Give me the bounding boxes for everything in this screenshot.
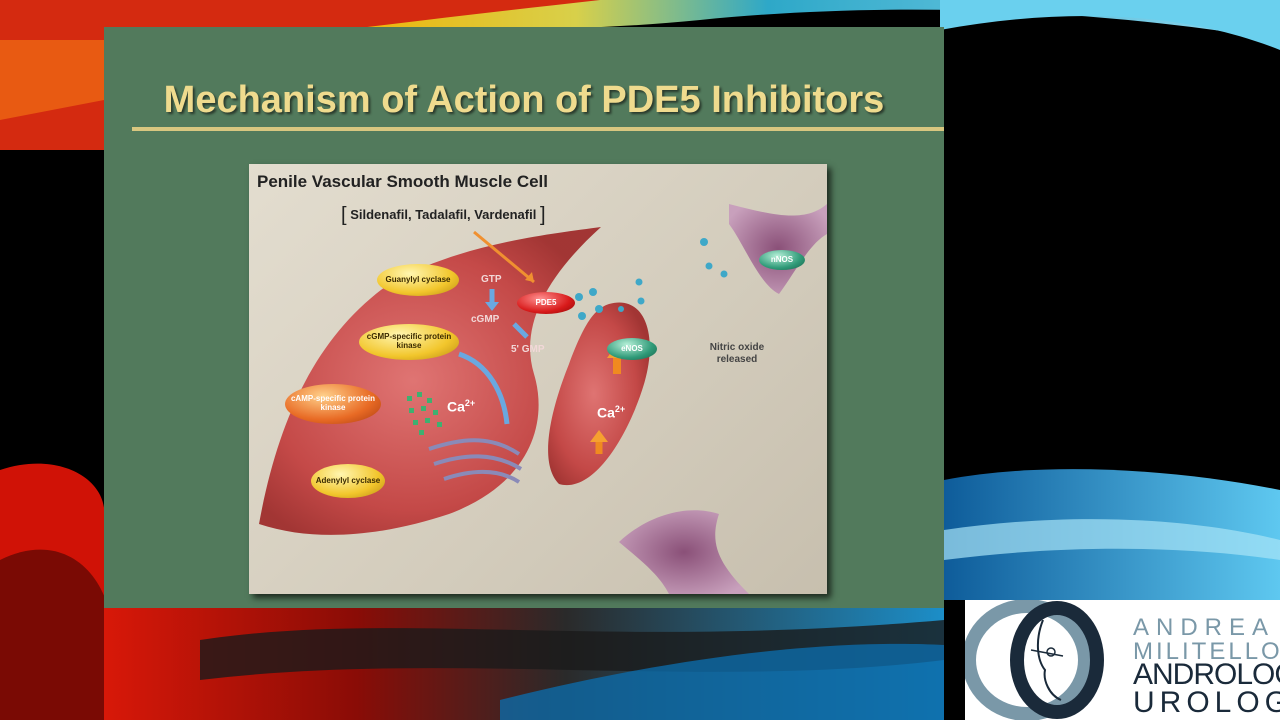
logo-mark [965,600,1104,720]
calcium-cluster [407,392,442,435]
gtp-label: GTP [481,274,502,285]
logo-text-militello: MILITELLO [1133,638,1280,665]
neuron-bottom [619,510,749,594]
kinase-arrow [458,351,510,425]
enos-node: eNOS [607,338,657,360]
adenylyl-cyclase-node: Adenylyl cyclase [311,464,385,498]
nitric-oxide-dots [575,238,728,320]
sarcoplasmic-reticulum [428,438,523,484]
guanylyl-cyclase-node: Guanylyl cyclase [377,264,459,296]
drug-names: Sildenafil, Tadalafil, Vardenafil [350,207,537,222]
bracket-open: [ [341,204,347,226]
calcium-label-endothelial: Ca2+ [597,404,626,421]
gmp-arrow [512,322,529,339]
drug-list: [ Sildenafil, Tadalafil, Vardenafil ] [341,202,546,226]
logo-text-urologo: UROLOGO [1133,686,1280,719]
drug-arrow [473,230,535,284]
pde5-node: PDE5 [517,292,575,314]
logo-andrea-militello: ANDREA MILITELLO ANDROLOGO UROLOGO [965,600,1280,720]
nnos-node: nNOS [759,250,805,270]
panel-title: Penile Vascular Smooth Muscle Cell [257,172,548,191]
neuron-top [729,204,827,294]
logo-text-andrea: ANDREA [1133,614,1276,641]
camp-kinase-node: cAMP-specific protein kinase [285,384,381,424]
cgmp-kinase-node: cGMP-specific protein kinase [359,324,459,360]
diagram-panel: Penile Vascular Smooth Muscle Cell [ Sil… [249,164,827,594]
cgmp-label: cGMP [471,314,500,325]
slide: Mechanism of Action of PDE5 Inhibitors [104,27,944,608]
title-underline [132,127,944,131]
bracket-close: ] [539,204,546,226]
nitric-oxide-label: Nitric oxide released [709,342,765,365]
5gmp-label: 5' GMP [511,344,545,355]
calcium-label-cell: Ca2+ [447,398,476,415]
diagram-illustration [259,204,827,594]
logo-text-andrologo: ANDROLOGO [1133,658,1280,691]
endothelial-cell [548,302,650,486]
smooth-muscle-cell [259,227,601,535]
slide-title: Mechanism of Action of PDE5 Inhibitors [163,79,885,121]
